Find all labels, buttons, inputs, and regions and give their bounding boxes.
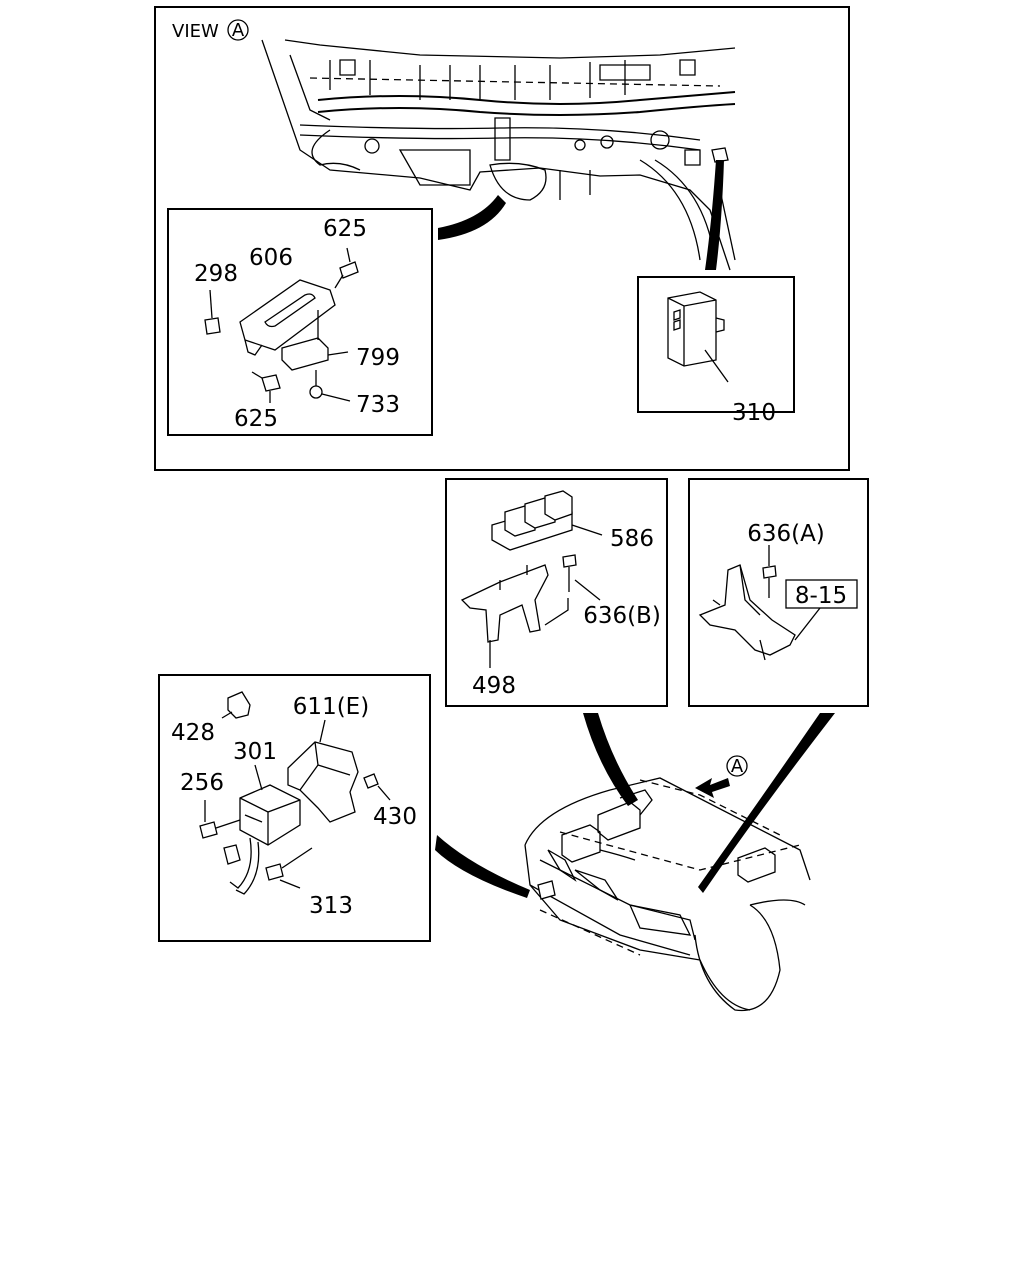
callout-430: 430 xyxy=(373,804,417,830)
callout-298: 298 xyxy=(194,261,238,287)
bracket-inset: 625 606 298 799 625 733 xyxy=(167,208,433,436)
relay-panel-frame xyxy=(445,478,668,707)
relay-panel: 586 636(B) 498 xyxy=(445,478,668,707)
sensor-panel: 428 611(E) 301 256 430 313 xyxy=(158,674,431,942)
bracket-inset-frame xyxy=(167,208,433,436)
callout-256: 256 xyxy=(180,770,224,796)
arrow-circle-marker xyxy=(726,755,748,777)
nut-430 xyxy=(363,773,379,789)
sensor-module-301 xyxy=(239,784,301,846)
bumper-sensor xyxy=(537,880,556,900)
engine-bay-sketch xyxy=(261,39,736,271)
callout-636b: 636(B) xyxy=(583,603,661,629)
view-a-arrow xyxy=(695,778,730,798)
callout-606: 606 xyxy=(249,245,293,271)
pointer-bracket-to-vehicle xyxy=(698,713,835,893)
pointer-sensor-to-bumper xyxy=(435,835,530,898)
module-inset-frame xyxy=(637,276,795,413)
callout-301: 301 xyxy=(233,739,277,765)
callout-8-15: 8-15 xyxy=(795,583,847,609)
view-circle-letter: A xyxy=(232,20,245,41)
pointer-to-module-inset xyxy=(705,160,724,270)
pointer-relay-to-vehicle xyxy=(583,713,638,806)
bolt-313 xyxy=(265,863,284,881)
callout-313: 313 xyxy=(309,893,353,919)
vehicle-front-sketch xyxy=(524,777,811,1012)
relay-3 xyxy=(544,490,573,521)
harness-connector xyxy=(223,844,241,865)
module-799 xyxy=(281,337,329,371)
callout-799: 799 xyxy=(356,345,400,371)
nut-733 xyxy=(309,385,323,399)
arrow-circle-letter: A xyxy=(731,756,744,777)
ref-box-8-15 xyxy=(785,579,858,609)
sensor-panel-frame xyxy=(158,674,431,942)
connector-428 xyxy=(227,691,251,719)
screw-625-bottom xyxy=(261,374,281,392)
view-a-frame xyxy=(154,6,850,471)
bracket-plate xyxy=(239,279,336,351)
clip-298 xyxy=(204,317,221,335)
bracket-636a xyxy=(698,564,796,656)
callout-586: 586 xyxy=(610,526,654,552)
bolt-636b xyxy=(562,554,577,568)
callout-428: 428 xyxy=(171,720,215,746)
view-label: VIEW xyxy=(172,21,219,42)
callout-611e: 611(E) xyxy=(293,694,369,720)
callout-733: 733 xyxy=(356,392,400,418)
bracket-636a-frame xyxy=(688,478,869,707)
bracket-611e xyxy=(287,741,359,823)
callout-625-bottom: 625 xyxy=(234,406,278,432)
callout-625-top: 625 xyxy=(323,216,367,242)
view-circle-marker xyxy=(227,19,249,41)
bracket-636a-panel: 636(A) 8-15 xyxy=(688,478,869,707)
callout-498: 498 xyxy=(472,673,516,699)
bracket-498 xyxy=(460,564,549,643)
screw-625-top xyxy=(339,261,359,279)
callout-310: 310 xyxy=(732,400,776,426)
module-inset: 310 xyxy=(637,276,795,426)
bolt-256 xyxy=(199,821,218,839)
bolt-636a xyxy=(762,565,777,579)
callout-636a: 636(A) xyxy=(747,521,825,547)
pointer-to-bracket-inset xyxy=(438,195,506,240)
view-a-panel: VIEW A xyxy=(154,6,850,471)
